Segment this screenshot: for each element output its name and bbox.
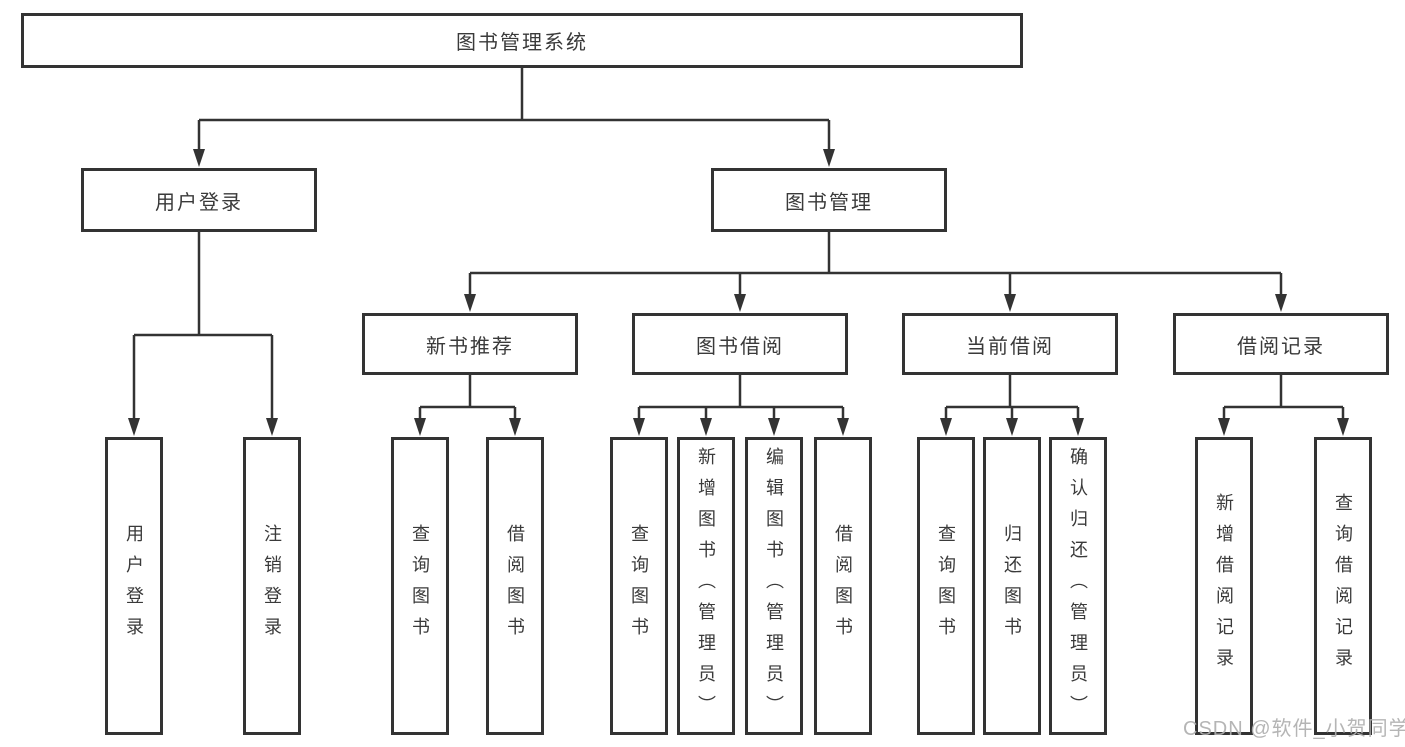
leaf-query-borrow-record: 查询借阅记录 bbox=[1314, 437, 1372, 735]
node-library-system: 图书管理系统 bbox=[21, 13, 1023, 68]
node-book-management: 图书管理 bbox=[711, 168, 947, 232]
node-label: 新增图书（管理员） bbox=[696, 446, 716, 726]
node-label: 图书管理系统 bbox=[456, 32, 588, 54]
node-label: 查询图书 bbox=[936, 524, 956, 648]
node-label: 图书管理 bbox=[785, 191, 873, 214]
node-borrow-records: 借阅记录 bbox=[1173, 313, 1389, 375]
node-label: 图书借阅 bbox=[696, 335, 784, 358]
leaf-add-borrow-record: 新增借阅记录 bbox=[1195, 437, 1253, 735]
leaf-edit-books-admin: 编辑图书（管理员） bbox=[745, 437, 803, 735]
leaf-logout: 注销登录 bbox=[243, 437, 301, 735]
node-label: 编辑图书（管理员） bbox=[764, 446, 784, 726]
arrowheads bbox=[128, 149, 1349, 436]
node-label: 新增借阅记录 bbox=[1214, 493, 1234, 679]
node-label: 确认归还（管理员） bbox=[1068, 446, 1088, 726]
node-label: 归还图书 bbox=[1002, 524, 1022, 648]
node-label: 新书推荐 bbox=[426, 335, 514, 358]
node-label: 借阅图书 bbox=[833, 524, 853, 648]
node-label: 借阅图书 bbox=[505, 524, 525, 648]
leaf-borrow-books-recommend: 借阅图书 bbox=[486, 437, 544, 735]
leaf-query-books-recommend: 查询图书 bbox=[391, 437, 449, 735]
node-user-login: 用户登录 bbox=[81, 168, 317, 232]
node-book-borrow: 图书借阅 bbox=[632, 313, 848, 375]
node-new-book-recommend: 新书推荐 bbox=[362, 313, 578, 375]
leaf-add-books-admin: 新增图书（管理员） bbox=[677, 437, 735, 735]
node-label: 查询图书 bbox=[629, 524, 649, 648]
node-label: 查询借阅记录 bbox=[1333, 493, 1353, 679]
leaf-query-books-current: 查询图书 bbox=[917, 437, 975, 735]
node-label: 用户登录 bbox=[124, 524, 144, 648]
node-label: 查询图书 bbox=[410, 524, 430, 648]
leaf-user-login: 用户登录 bbox=[105, 437, 163, 735]
node-label: 当前借阅 bbox=[966, 335, 1054, 358]
leaf-return-books: 归还图书 bbox=[983, 437, 1041, 735]
leaf-borrow-books: 借阅图书 bbox=[814, 437, 872, 735]
leaf-confirm-return-admin: 确认归还（管理员） bbox=[1049, 437, 1107, 735]
node-label: 借阅记录 bbox=[1237, 335, 1325, 358]
csdn-watermark: CSDN @软件_小贺同学 bbox=[1183, 718, 1405, 740]
leaf-query-books-borrow: 查询图书 bbox=[610, 437, 668, 735]
node-label: 注销登录 bbox=[262, 524, 282, 648]
node-current-borrow: 当前借阅 bbox=[902, 313, 1118, 375]
node-label: 用户登录 bbox=[155, 191, 243, 214]
